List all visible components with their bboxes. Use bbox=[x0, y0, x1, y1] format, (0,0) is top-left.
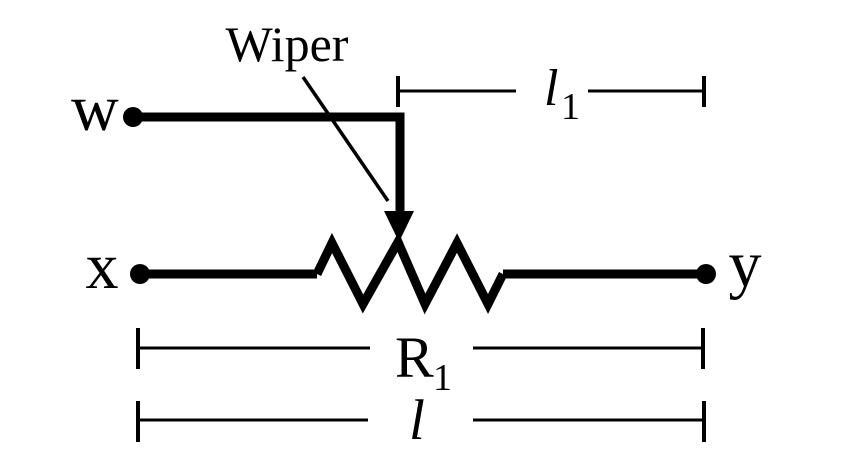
terminal-w-dot bbox=[123, 107, 143, 127]
terminal-x-label: x bbox=[86, 230, 119, 303]
wiper-label: Wiper bbox=[226, 16, 349, 72]
terminal-y-label: y bbox=[729, 228, 762, 301]
dim-l-label: l bbox=[409, 389, 425, 452]
terminal-y-dot bbox=[696, 264, 716, 284]
dim-l1-subscript: 1 bbox=[561, 86, 580, 128]
wiper-lead-line bbox=[133, 112, 405, 212]
terminal-x-dot bbox=[130, 264, 150, 284]
dim-r1-ticks bbox=[136, 328, 705, 369]
dim-r1-subscript: 1 bbox=[433, 357, 452, 399]
wiper-arrowhead bbox=[384, 211, 414, 242]
dim-l-ticks bbox=[136, 401, 706, 442]
dim-l1-ticks bbox=[396, 76, 706, 107]
resistor-zigzag bbox=[312, 231, 508, 315]
wiper-pointer-line bbox=[301, 76, 390, 202]
dim-r1-label: R bbox=[395, 325, 434, 390]
terminal-w-label: w bbox=[71, 72, 119, 145]
dim-l1-label: l bbox=[544, 60, 558, 117]
